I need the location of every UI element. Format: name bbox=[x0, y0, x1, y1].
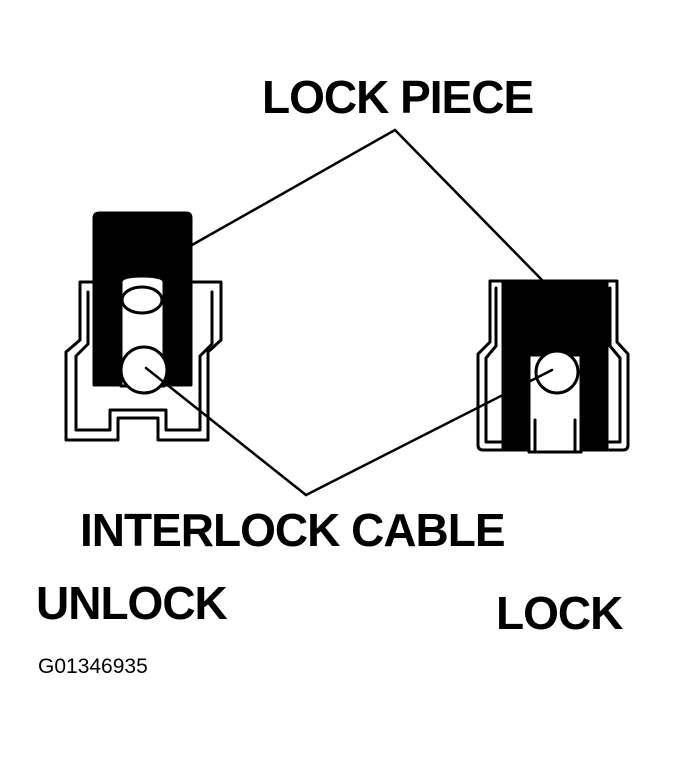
lock-label: LOCK bbox=[496, 587, 623, 639]
lock-cable-end bbox=[534, 349, 580, 395]
lock-slot-notch bbox=[533, 418, 577, 454]
lock-piece-leader-right bbox=[393, 128, 544, 282]
lock-piece-leader-left bbox=[190, 128, 397, 247]
unlock-assembly bbox=[64, 211, 223, 442]
unlock-bracket-inner-line bbox=[74, 290, 214, 432]
interlock-leader-left bbox=[144, 366, 308, 497]
figure-code: G01346935 bbox=[38, 655, 148, 678]
unlock-cable-end bbox=[119, 345, 169, 395]
interlock-leader-right bbox=[304, 368, 554, 497]
unlock-slot-top-arc bbox=[120, 285, 164, 315]
lock-piece-label: LOCK PIECE bbox=[262, 71, 534, 123]
unlock-label: UNLOCK bbox=[36, 577, 228, 629]
lock-assembly bbox=[476, 279, 630, 454]
interlock-cable-label: INTERLOCK CABLE bbox=[80, 504, 506, 556]
leader-lines bbox=[144, 128, 554, 497]
